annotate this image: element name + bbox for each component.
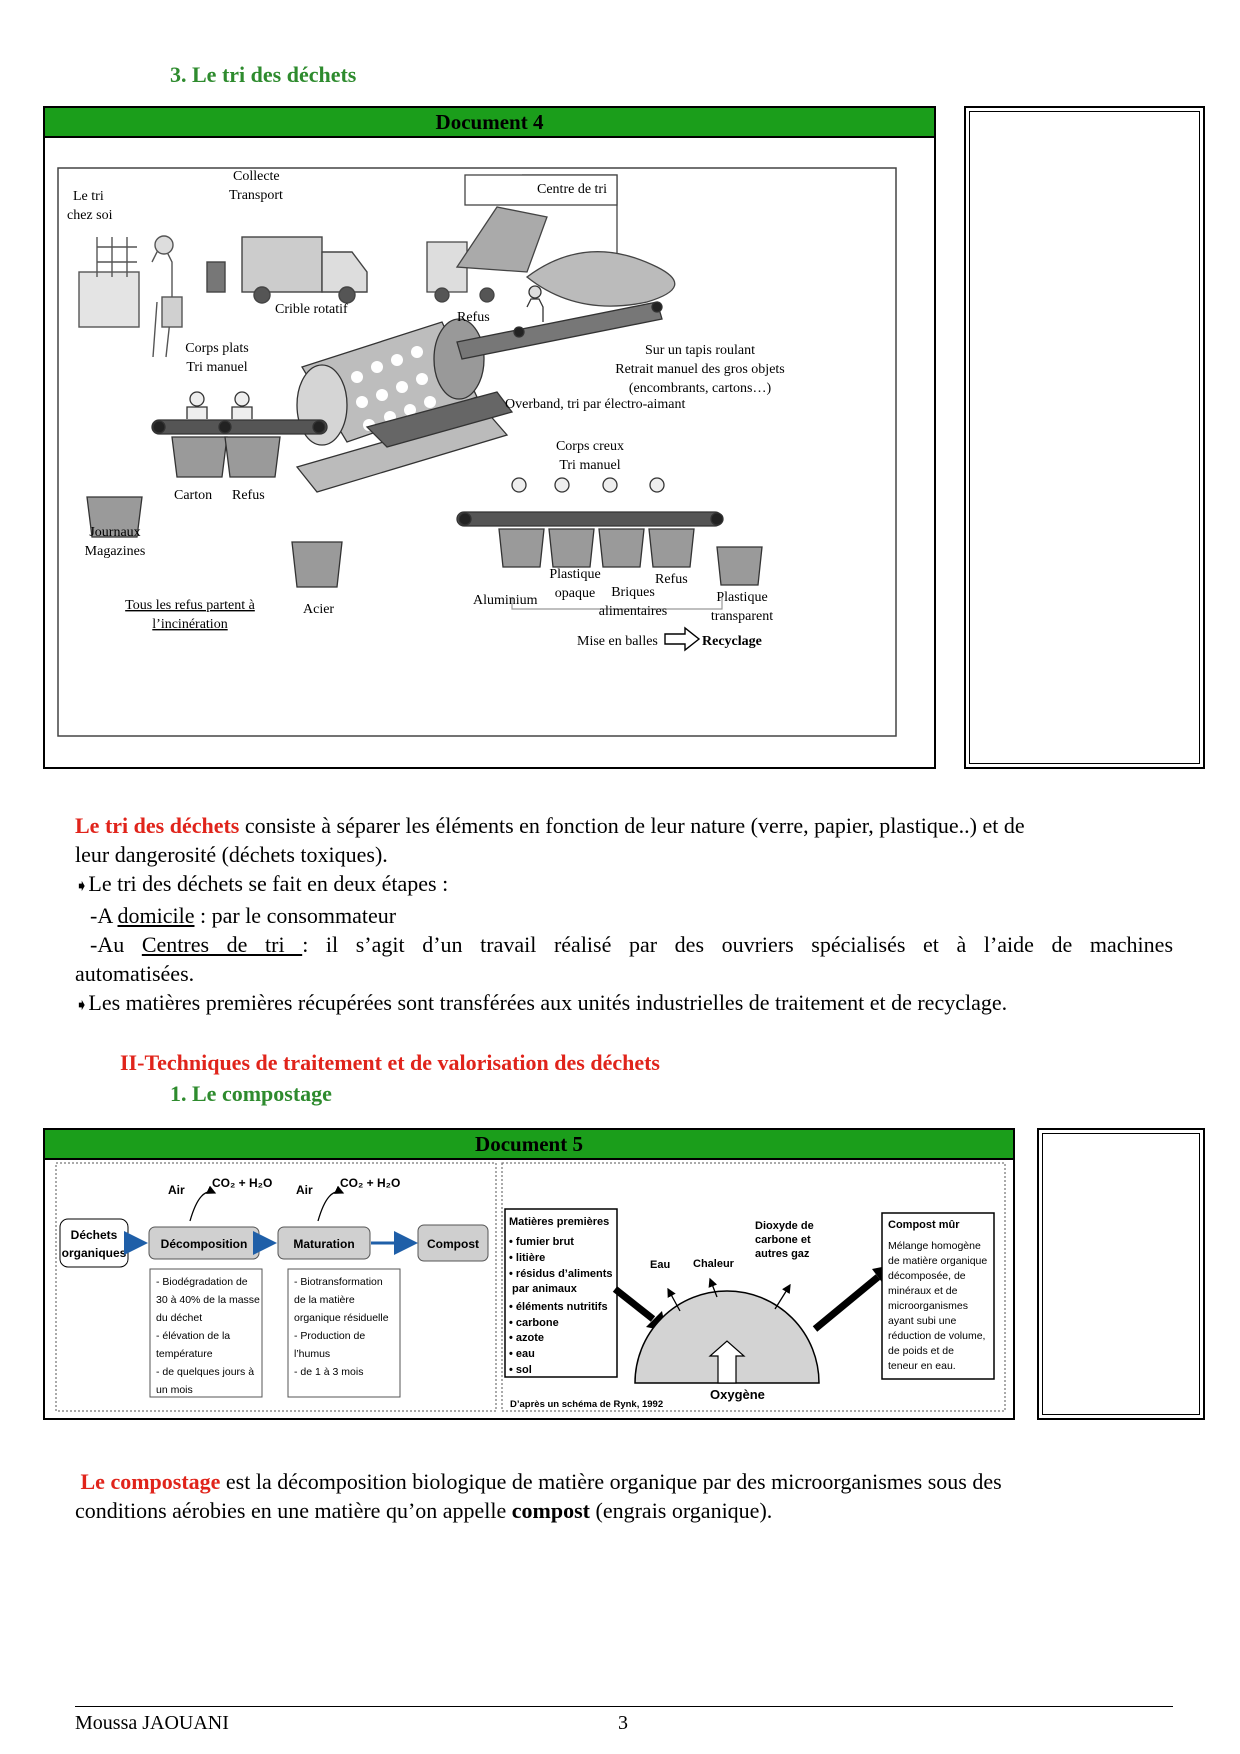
flow-box-compost: Compost bbox=[418, 1225, 488, 1261]
section-title-techniques: II-Techniques de traitement et de valori… bbox=[120, 1050, 660, 1076]
label-co2-2: CO₂ + H₂O bbox=[340, 1176, 400, 1190]
term-compostage: Le compostage bbox=[81, 1469, 221, 1494]
compost-pile-dome bbox=[635, 1279, 819, 1383]
label-carton: Carton bbox=[174, 488, 212, 503]
term-tri-des-dechets: Le tri des déchets bbox=[75, 813, 239, 838]
document-4-header: Document 4 bbox=[45, 108, 934, 138]
footer-rule bbox=[75, 1706, 1173, 1707]
flow-box-decomposition: Décomposition bbox=[149, 1227, 259, 1259]
svg-text:Décomposition: Décomposition bbox=[161, 1237, 248, 1251]
svg-text:Compost: Compost bbox=[427, 1237, 479, 1251]
label-eau: Eau bbox=[650, 1259, 670, 1271]
bullet-arrow-icon: ➧ bbox=[75, 878, 88, 895]
label-air-1: Air bbox=[168, 1183, 185, 1197]
label-refus-left: Refus bbox=[232, 488, 265, 503]
label-recyclage: Recyclage bbox=[702, 634, 762, 649]
answer-box-doc4[interactable] bbox=[964, 106, 1205, 769]
output-arrow-icon bbox=[815, 1277, 878, 1329]
footer-page-number: 3 bbox=[618, 1712, 628, 1735]
raw-materials-box: Matières premières • fumier brut• litièr… bbox=[505, 1209, 617, 1377]
tri-paragraph: Le tri des déchets consiste à séparer le… bbox=[75, 811, 1173, 1020]
svg-text:Matières premières: Matières premières bbox=[509, 1216, 609, 1228]
label-aluminium: Aluminium bbox=[473, 593, 538, 608]
section-title-tri: 3. Le tri des déchets bbox=[170, 62, 356, 88]
svg-text:Maturation: Maturation bbox=[293, 1237, 354, 1251]
label-centre-de-tri: Centre de tri bbox=[537, 182, 607, 197]
footer-author: Moussa JAOUANI bbox=[75, 1712, 229, 1735]
label-crible-rotatif: Crible rotatif bbox=[275, 302, 348, 317]
svg-text:Compost mûr: Compost mûr bbox=[888, 1219, 960, 1231]
bullet-matieres: ➧Les matières premières récupérées sont … bbox=[75, 988, 1173, 1020]
input-arrow-icon bbox=[615, 1289, 653, 1319]
label-chaleur: Chaleur bbox=[693, 1258, 735, 1270]
label-refus-right: Refus bbox=[655, 572, 688, 587]
compostage-paragraph: Le compostage est la décomposition biolo… bbox=[75, 1467, 1173, 1525]
term-compost: compost bbox=[512, 1498, 590, 1523]
label-mise-en-balles: Mise en balles bbox=[577, 634, 658, 649]
term-domicile: domicile bbox=[118, 903, 195, 928]
flow-box-maturation: Maturation bbox=[278, 1227, 370, 1259]
section-title-compostage: 1. Le compostage bbox=[170, 1081, 332, 1107]
bullet-etapes: ➧Le tri des déchets se fait en deux étap… bbox=[75, 869, 1173, 901]
label-oxygene: Oxygène bbox=[710, 1387, 765, 1402]
label-air-2: Air bbox=[296, 1183, 313, 1197]
label-co2-1: CO₂ + H₂O bbox=[212, 1176, 272, 1190]
document-5-header: Document 5 bbox=[45, 1130, 1013, 1160]
label-refus-top: Refus bbox=[457, 310, 490, 325]
label-acier: Acier bbox=[303, 602, 334, 617]
source-rynk: D’après un schéma de Rynk, 1992 bbox=[510, 1399, 663, 1410]
label-overband: Overband, tri par électro-aimant bbox=[505, 397, 685, 412]
answer-box-doc5[interactable] bbox=[1037, 1128, 1205, 1420]
term-centres-de-tri: Centres de tri bbox=[142, 932, 302, 957]
bullet-arrow-icon: ➧ bbox=[75, 997, 88, 1014]
